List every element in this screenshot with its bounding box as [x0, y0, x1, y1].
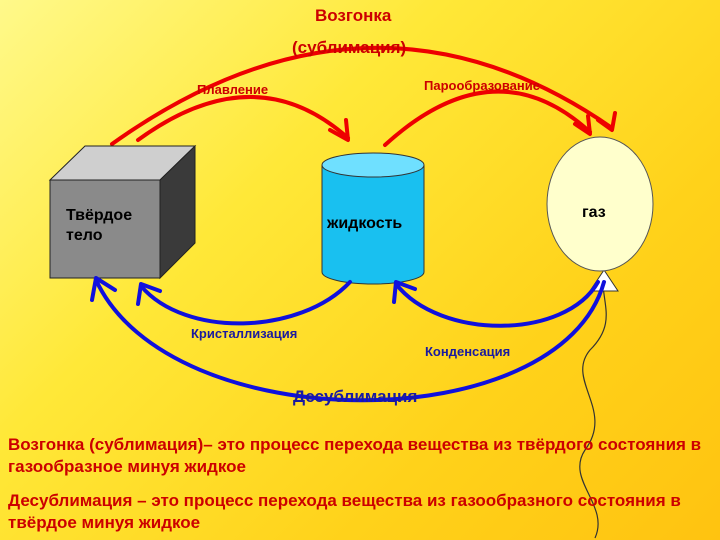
sublimation-title: Возгонка	[315, 6, 392, 25]
vaporization-arrowhead	[573, 114, 592, 136]
desublimation-definition: Десублимация – это процесс перехода веще…	[8, 491, 681, 532]
sublimation-definition: Возгонка (сублимация)– это процесс перех…	[8, 435, 702, 476]
crystallization-arrowhead	[136, 282, 162, 306]
sublimation-arrow	[110, 45, 614, 146]
crystallization-label: Кристаллизация	[191, 326, 298, 341]
melting-arrow	[136, 95, 350, 142]
condensation-arrow	[394, 280, 600, 328]
liquid-label: жидкость	[327, 215, 403, 232]
solid-label-line1: Твёрдое	[66, 207, 133, 224]
desublimation-label: Десублимация	[293, 387, 418, 406]
gas-label: газ	[582, 204, 606, 221]
condensation-label: Конденсация	[425, 344, 511, 359]
solid-cube	[48, 144, 197, 280]
desublimation-arrow	[94, 278, 606, 403]
sublimation-subtitle: (сублимация)	[292, 38, 407, 57]
melting-arrowhead	[328, 118, 350, 142]
crystallization-arrow	[139, 280, 352, 326]
melting-label: Плавление	[197, 82, 269, 97]
vaporization-label: Парообразование	[424, 78, 540, 93]
solid-label-line2: тело	[66, 227, 103, 244]
solid-label: Твёрдое тело	[66, 206, 132, 246]
liquid-cylinder	[321, 152, 425, 285]
desublimation-arrowhead	[90, 276, 117, 302]
condensation-arrowhead	[392, 280, 417, 304]
sublimation-arrowhead	[596, 111, 617, 132]
vaporization-arrow	[383, 89, 592, 147]
